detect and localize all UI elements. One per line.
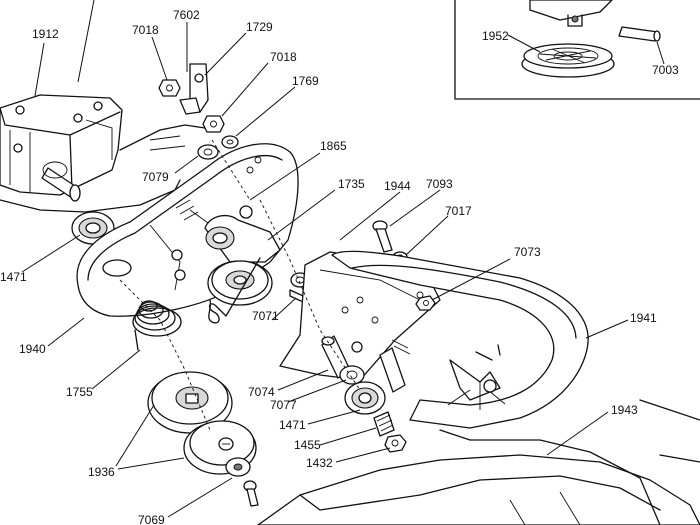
- label-7079: 7079: [142, 170, 169, 184]
- label-7018-upper: 7018: [132, 23, 159, 37]
- label-1936: 1936: [88, 465, 115, 479]
- label-1455: 1455: [294, 438, 321, 452]
- outer-cover-1941: [331, 250, 589, 429]
- label-1952: 1952: [482, 29, 509, 43]
- idler-pulley-1735: [207, 260, 273, 306]
- mounting-bracket: [0, 179, 181, 213]
- spring-1755: [132, 300, 182, 351]
- label-1940: 1940: [19, 342, 46, 356]
- label-1912: 1912: [32, 27, 59, 41]
- label-1943: 1943: [611, 403, 638, 417]
- label-7069: 7069: [138, 513, 165, 525]
- part-labels: 1912 7018 7602 1729 7018 1769 1952 7003 …: [0, 8, 679, 525]
- bolt-7018-upper: [158, 79, 181, 97]
- label-7003: 7003: [652, 63, 679, 77]
- label-1769: 1769: [292, 74, 319, 88]
- housing-1943: [257, 399, 700, 525]
- washer-7074: [339, 365, 365, 385]
- gearbox-1912: [0, 94, 123, 202]
- spacer-7077: [379, 347, 406, 393]
- washer-1769: [221, 135, 239, 149]
- inset-detail-box: [454, 0, 700, 100]
- label-7077: 7077: [270, 398, 297, 412]
- bolt-7069: [243, 480, 259, 507]
- pulley-1936-large: [147, 371, 233, 434]
- label-7093: 7093: [426, 177, 453, 191]
- label-1941: 1941: [630, 311, 657, 325]
- label-1471-left: 1471: [0, 270, 27, 284]
- label-7602: 7602: [173, 8, 200, 22]
- washer-7079: [197, 144, 219, 160]
- label-1729: 1729: [246, 20, 273, 34]
- label-1944: 1944: [384, 179, 411, 193]
- label-7074: 7074: [248, 385, 275, 399]
- label-7018-lower: 7018: [270, 50, 297, 64]
- bearing-1471-center: [344, 381, 386, 415]
- bolt-7093: [372, 220, 393, 253]
- label-1432: 1432: [306, 456, 333, 470]
- bolt-7018-lower: [202, 115, 225, 133]
- washer-1936: [225, 457, 251, 477]
- nut-1432: [384, 434, 407, 453]
- label-7071: 7071: [252, 309, 279, 323]
- label-1755: 1755: [66, 385, 93, 399]
- label-1471-center: 1471: [279, 418, 306, 432]
- bracket-7602: [179, 63, 209, 115]
- collar-1455: [373, 411, 395, 437]
- torsion-spring: [208, 257, 261, 324]
- label-7017: 7017: [445, 204, 472, 218]
- label-7073: 7073: [514, 245, 541, 259]
- label-1735: 1735: [338, 177, 365, 191]
- axis-line-1: [119, 279, 211, 431]
- leader-lines: [21, 0, 665, 518]
- idler-bracket-1865: [204, 214, 281, 263]
- label-1865: 1865: [320, 139, 347, 153]
- nut-7073: [415, 295, 436, 311]
